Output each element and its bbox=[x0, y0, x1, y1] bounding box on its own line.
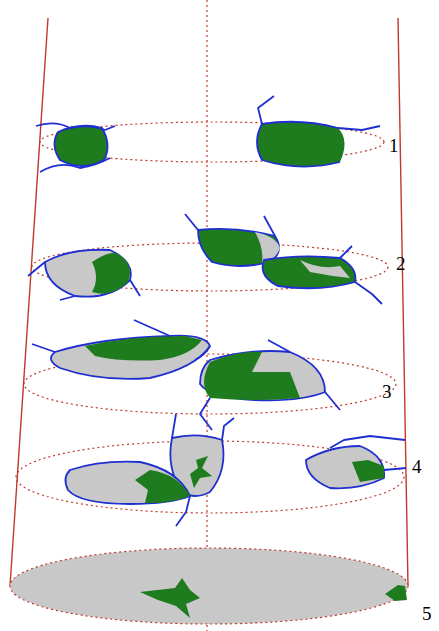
green-patch bbox=[190, 456, 212, 488]
boundary-line bbox=[340, 246, 382, 304]
level-number: 1 bbox=[389, 136, 399, 155]
grey-patch bbox=[200, 351, 325, 400]
cone-side bbox=[398, 18, 408, 586]
boundary-line bbox=[185, 214, 275, 236]
boundary-line bbox=[28, 262, 140, 300]
grey-patch bbox=[306, 446, 384, 488]
boundary-line bbox=[330, 436, 406, 470]
level-number: 5 bbox=[422, 604, 432, 623]
grey-patch bbox=[51, 336, 210, 379]
boundary-line bbox=[257, 122, 340, 167]
green-patch bbox=[263, 256, 356, 288]
base-section bbox=[10, 548, 408, 624]
boundary-line bbox=[176, 496, 190, 526]
boundary-line bbox=[200, 340, 340, 430]
boundary-line bbox=[32, 320, 210, 360]
grey-patch bbox=[300, 260, 350, 278]
green-patch bbox=[385, 585, 407, 601]
green-patch bbox=[140, 578, 200, 618]
grey-patch bbox=[45, 250, 131, 297]
boundary-line bbox=[258, 96, 274, 124]
level-number: 4 bbox=[412, 457, 422, 476]
green-patch bbox=[54, 126, 107, 166]
grey-patch bbox=[65, 462, 190, 504]
green-patch bbox=[352, 460, 384, 482]
boundary-line bbox=[172, 414, 234, 440]
green-patch bbox=[85, 336, 202, 361]
level-number: 2 bbox=[396, 254, 406, 273]
green-patch bbox=[135, 470, 190, 503]
boundary-line bbox=[36, 123, 115, 130]
green-patch bbox=[204, 352, 300, 400]
boundary-line bbox=[40, 158, 110, 172]
green-patch bbox=[257, 122, 345, 167]
cone-side bbox=[10, 18, 48, 586]
boundary-line bbox=[338, 126, 380, 130]
axis-line bbox=[206, 0, 207, 631]
level-number: 3 bbox=[382, 382, 392, 401]
green-patch bbox=[92, 253, 130, 294]
